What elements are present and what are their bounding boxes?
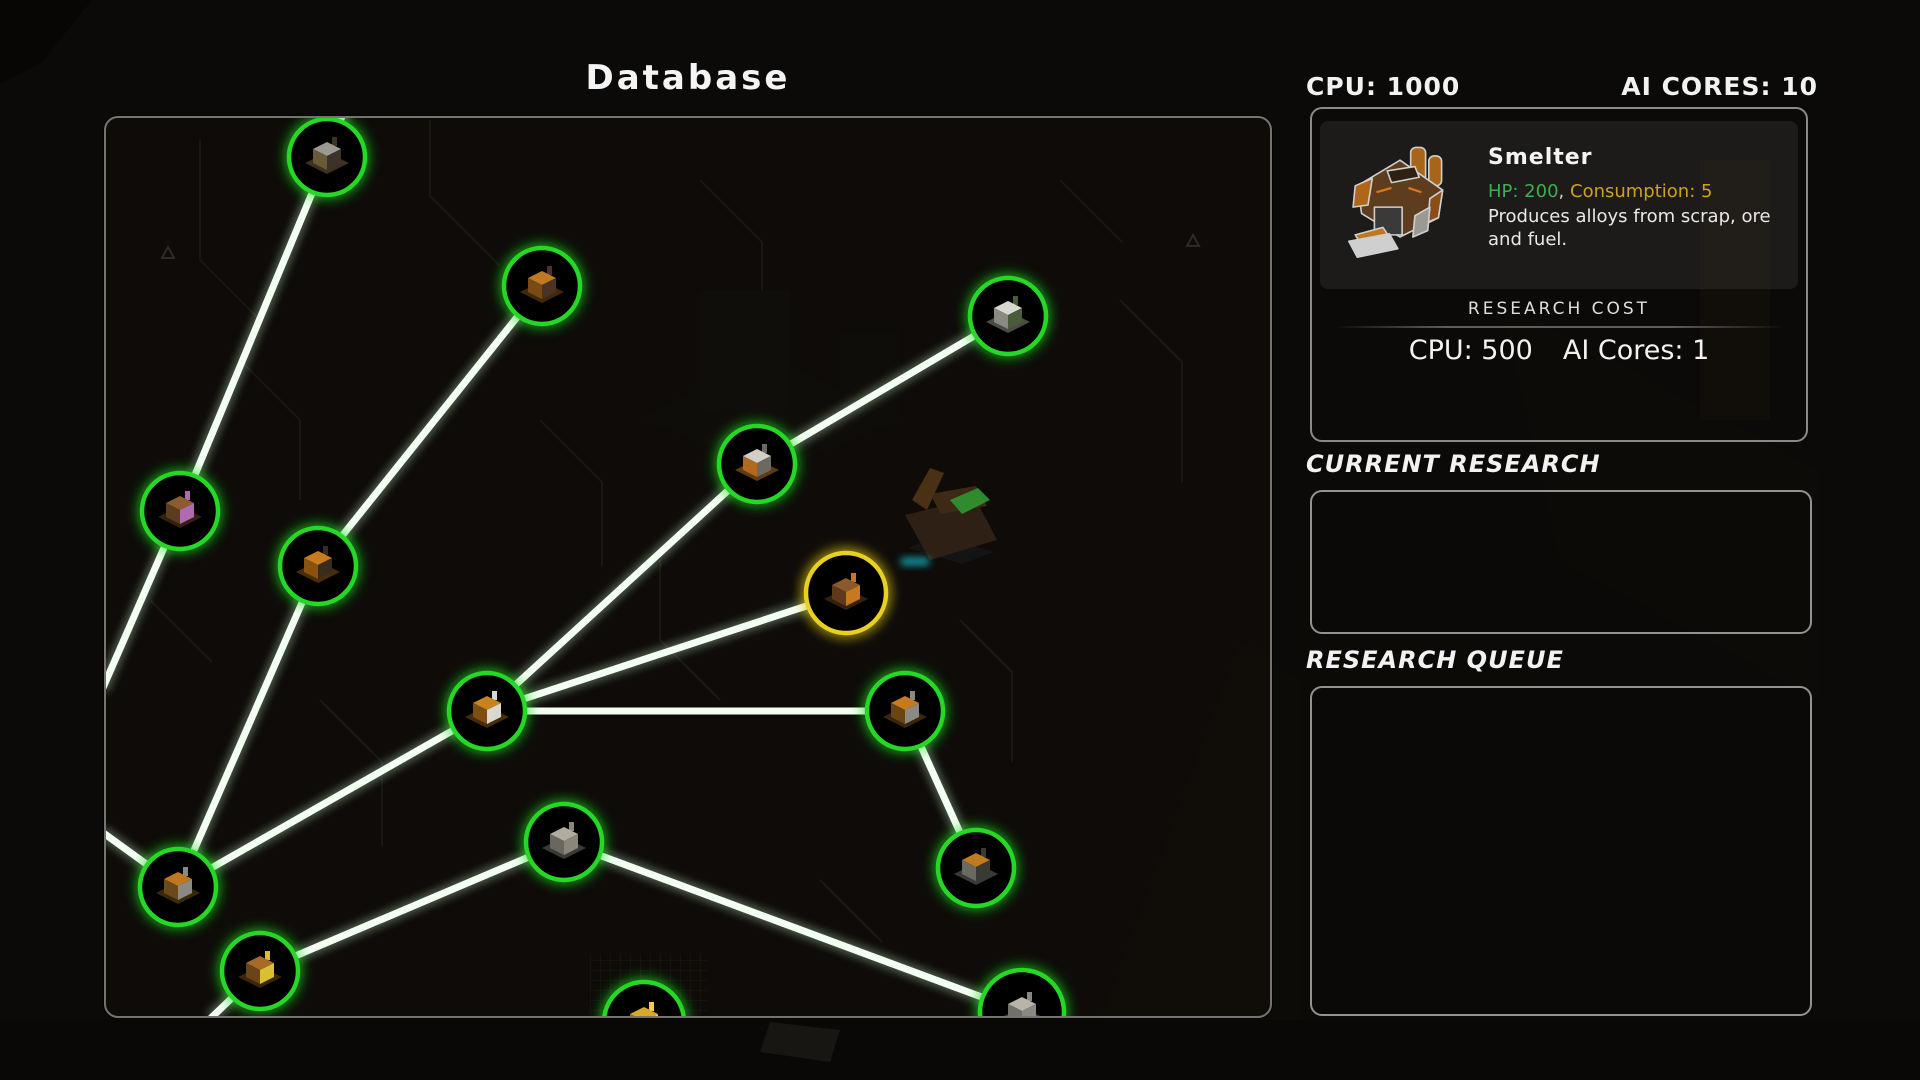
plate-stack-icon bbox=[1000, 992, 1044, 1018]
tech-edge bbox=[174, 562, 322, 891]
research-queue-slot bbox=[1310, 686, 1812, 1016]
research-cost-divider bbox=[1334, 326, 1784, 328]
smelter-icon bbox=[824, 573, 868, 610]
tech-node-conveyor[interactable] bbox=[441, 665, 533, 757]
tech-edge bbox=[176, 153, 331, 515]
consumption-stat: Consumption: 5 bbox=[1570, 181, 1713, 202]
tech-edge bbox=[314, 282, 546, 570]
tech-edge bbox=[753, 312, 1012, 468]
cpu-resource: CPU: 1000 bbox=[1306, 72, 1461, 101]
tech-node-relay-tower[interactable] bbox=[132, 841, 224, 933]
ai-cores-resource: AI CORES: 10 bbox=[1621, 72, 1818, 101]
info-panel: Smelter HP: 200, Consumption: 5 Produces… bbox=[1310, 107, 1808, 442]
tech-node-mixer-dish[interactable] bbox=[962, 270, 1054, 362]
corner-shadow bbox=[0, 0, 92, 84]
current-research-slot bbox=[1310, 490, 1812, 634]
page-title: Database bbox=[585, 58, 791, 98]
terrain-ridge bbox=[1100, 640, 1480, 1020]
cost-cpu: CPU: 500 bbox=[1408, 335, 1533, 366]
building-silhouette bbox=[700, 290, 790, 410]
tech-node-workbench[interactable] bbox=[134, 465, 226, 557]
tech-edge bbox=[256, 838, 568, 975]
tech-node-hauler[interactable] bbox=[272, 520, 364, 612]
research-queue-header: RESEARCH QUEUE bbox=[1306, 646, 1564, 674]
press-icon bbox=[954, 848, 998, 885]
hauler-icon bbox=[296, 546, 340, 583]
relay-tower-icon bbox=[156, 867, 200, 904]
bottom-strip bbox=[0, 1020, 1920, 1080]
mixer-dish-icon bbox=[986, 296, 1030, 333]
boiler-machine-icon bbox=[735, 444, 779, 481]
tech-edge bbox=[560, 838, 1026, 1016]
tech-edge bbox=[174, 707, 491, 891]
stat-separator: , bbox=[1558, 181, 1570, 202]
terrain-hill bbox=[1500, 300, 1818, 700]
excavator-sprite bbox=[901, 468, 997, 565]
circuit-traces bbox=[149, 120, 1183, 943]
tech-node-smelter[interactable] bbox=[798, 545, 894, 641]
panel-backdrop bbox=[149, 120, 1201, 1014]
tech-node-claw-crane[interactable] bbox=[859, 665, 951, 757]
selected-tech-card: Smelter HP: 200, Consumption: 5 Produces… bbox=[1320, 121, 1798, 289]
node-ring bbox=[601, 979, 687, 1018]
tech-node-plate-stack[interactable] bbox=[972, 962, 1072, 1062]
research-cost-header: RESEARCH COST bbox=[1467, 299, 1651, 319]
research-cost-values: CPU: 500 AI Cores: 1 bbox=[1312, 335, 1806, 366]
current-research-header: CURRENT RESEARCH bbox=[1306, 450, 1601, 478]
ramp-icon bbox=[238, 951, 282, 988]
triangle-markers bbox=[160, 232, 1201, 259]
tech-stats: HP: 200, Consumption: 5 bbox=[1488, 181, 1712, 202]
tech-edge bbox=[483, 460, 761, 715]
tech-nodes bbox=[132, 111, 1072, 1070]
background-pillar bbox=[1700, 160, 1770, 420]
tech-name: Smelter bbox=[1488, 145, 1593, 170]
terrain-slope bbox=[1300, 560, 1818, 1080]
tech-description: Produces alloys from scrap, ore and fuel… bbox=[1488, 206, 1771, 250]
conveyor-icon bbox=[465, 691, 509, 728]
tech-node-chip[interactable] bbox=[596, 974, 692, 1070]
claw-crane-icon bbox=[883, 691, 927, 728]
tech-node-ramp[interactable] bbox=[214, 925, 306, 1017]
tech-node-engine-vehicle[interactable] bbox=[496, 240, 588, 332]
workbench-icon bbox=[158, 491, 202, 528]
hp-stat: HP: 200 bbox=[1488, 181, 1559, 202]
cost-ai-cores: AI Cores: 1 bbox=[1562, 335, 1710, 366]
beam-platform-icon bbox=[542, 822, 586, 859]
smelter-image bbox=[1348, 146, 1444, 259]
tech-edges bbox=[104, 116, 1026, 1018]
tech-node-boiler-machine[interactable] bbox=[711, 418, 803, 510]
tech-edge bbox=[483, 589, 850, 715]
engine-vehicle-icon bbox=[520, 266, 564, 303]
tech-node-beam-platform[interactable] bbox=[518, 796, 610, 888]
drum-refinery-icon bbox=[305, 137, 349, 174]
wreck-sprite bbox=[760, 1022, 840, 1062]
tech-node-press[interactable] bbox=[930, 822, 1022, 914]
tech-node-drum-refinery[interactable] bbox=[281, 111, 373, 203]
